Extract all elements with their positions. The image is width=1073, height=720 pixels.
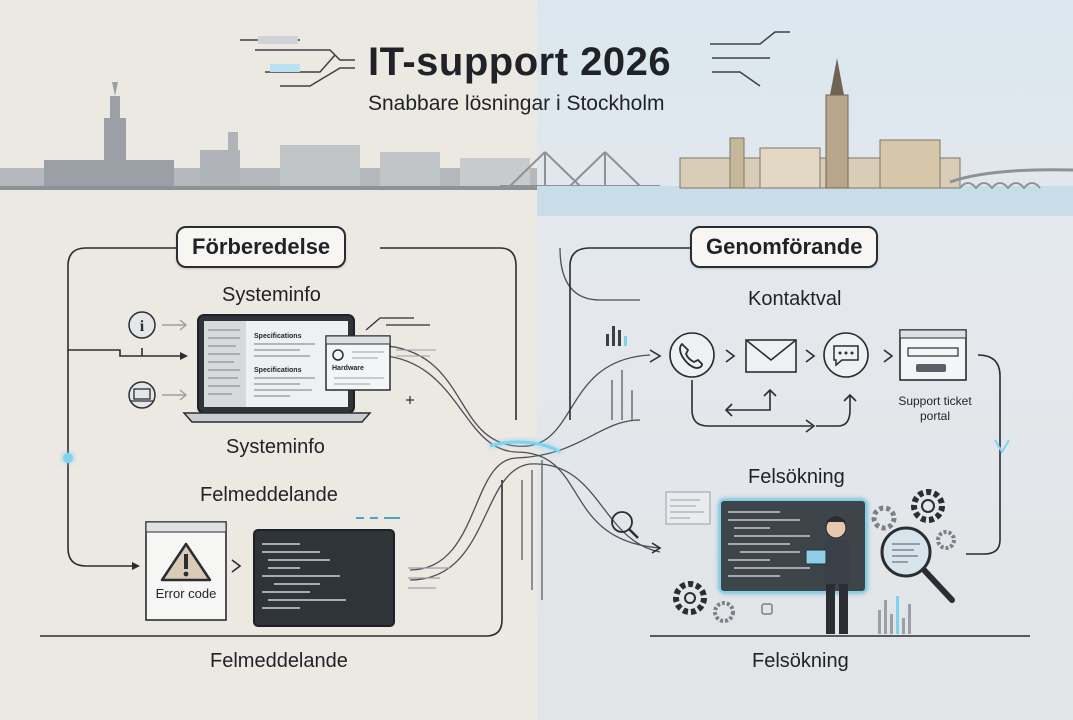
magnifier-icon bbox=[880, 526, 955, 603]
chat-icon bbox=[823, 332, 869, 378]
center-ticks bbox=[521, 370, 633, 600]
right-background bbox=[537, 0, 1073, 720]
label-error-code: Error code bbox=[155, 586, 217, 601]
center-braid bbox=[371, 247, 661, 581]
small-gray-arrows bbox=[162, 319, 188, 401]
arrow-down-portal bbox=[994, 439, 1010, 454]
stockholm-skyline-left bbox=[0, 82, 537, 190]
mini-code-window bbox=[665, 491, 711, 525]
gear-icon bbox=[673, 489, 956, 623]
warning-icon bbox=[160, 542, 212, 582]
label-hardware: Hardware bbox=[332, 365, 364, 372]
phone-icon bbox=[669, 332, 715, 378]
left-arrows bbox=[132, 352, 242, 573]
label-specifications-1: Specifications bbox=[254, 333, 302, 340]
page-subtitle: Snabbare lösningar i Stockholm bbox=[368, 92, 665, 115]
heading-genomforande: Genomförande bbox=[690, 226, 879, 268]
magnifier-small-icon bbox=[611, 511, 639, 539]
page-title: IT-support 2026 bbox=[368, 40, 672, 84]
label-kontaktval: Kontaktval bbox=[748, 288, 842, 310]
info-icon: i bbox=[128, 311, 156, 339]
label-specifications-2: Specifications bbox=[254, 367, 302, 374]
chevron-arrows bbox=[649, 349, 894, 554]
svg-text:i: i bbox=[140, 318, 145, 335]
header-bar-2 bbox=[270, 64, 300, 72]
heading-forberedelse: Förberedelse bbox=[176, 226, 347, 268]
label-felmeddelande-top: Felmeddelande bbox=[200, 484, 338, 506]
support-portal-window bbox=[899, 329, 967, 381]
label-systeminfo-top: Systeminfo bbox=[222, 284, 321, 306]
lock-icon bbox=[761, 603, 773, 615]
label-support-portal-1: Support ticket bbox=[898, 394, 972, 408]
label-felsokning-bottom: Felsökning bbox=[752, 650, 849, 672]
person-icon bbox=[805, 516, 850, 634]
glow-braid bbox=[489, 440, 561, 454]
header-bar-1 bbox=[258, 36, 298, 44]
mini-bars bbox=[606, 326, 627, 346]
chip-icon bbox=[332, 349, 344, 361]
label-felsokning-top: Felsökning bbox=[748, 466, 845, 488]
left-flow-lines bbox=[40, 247, 517, 637]
code-screen-left bbox=[253, 517, 450, 627]
right-flow-lines bbox=[569, 247, 1030, 637]
glow-node-left bbox=[63, 453, 73, 463]
label-systeminfo-bottom: Systeminfo bbox=[226, 436, 325, 458]
label-felmeddelande-bottom: Felmeddelande bbox=[210, 650, 348, 672]
felsokning-bars bbox=[878, 596, 911, 634]
stockholm-skyline-right bbox=[537, 58, 1073, 216]
laptop-icon bbox=[128, 381, 156, 409]
warning-dialog bbox=[145, 521, 227, 621]
label-support-portal-2: portal bbox=[919, 409, 951, 423]
label-support-portal: Support ticket portal bbox=[880, 394, 990, 424]
mail-icon bbox=[745, 339, 797, 373]
laptop-systeminfo bbox=[182, 314, 436, 423]
